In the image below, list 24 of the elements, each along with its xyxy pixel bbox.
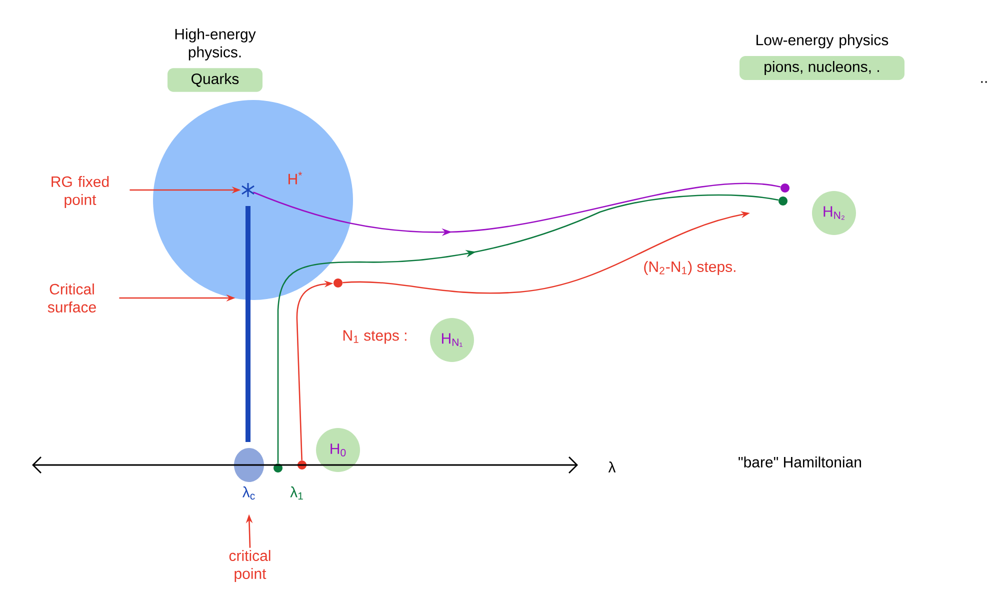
beside-label: λ$_{c}$ [242,486,255,500]
dot [780,184,790,192]
arrow [277,194,779,464]
heading-text: Low-energy physics [756,34,888,48]
beside-label: N$_{1}$ steps : [343,330,406,344]
fixed-point-star [241,182,255,198]
edge-label: (N$_{2}$-N$_{1}$) steps. [641,259,739,277]
annotation-text: Critical surface [48,284,96,312]
fixed-point-label: H$^{*}$ [288,172,302,184]
annotation-text: RG fixed point [52,176,109,208]
dot [778,196,788,206]
hamiltonian-blob: H$_{N₂}$ [812,191,856,235]
annotation-text: critical point [229,550,270,582]
dot [298,460,306,470]
dot [334,278,342,288]
ellipsis-text: .. [981,81,987,83]
axis-label: λ [608,462,616,472]
hamiltonian-blob: H$_{N₁}$ [430,318,474,362]
label-box: pions, nucleons, . [740,56,904,80]
heading-text: High-energy physics. [175,28,256,60]
axis-caption: "bare" Hamiltonian [738,456,861,468]
hamiltonian-blob: H$_{0}$ [316,428,360,472]
beside-label: λ$_{1}$ [290,486,303,500]
label-box: Quarks [168,68,262,92]
